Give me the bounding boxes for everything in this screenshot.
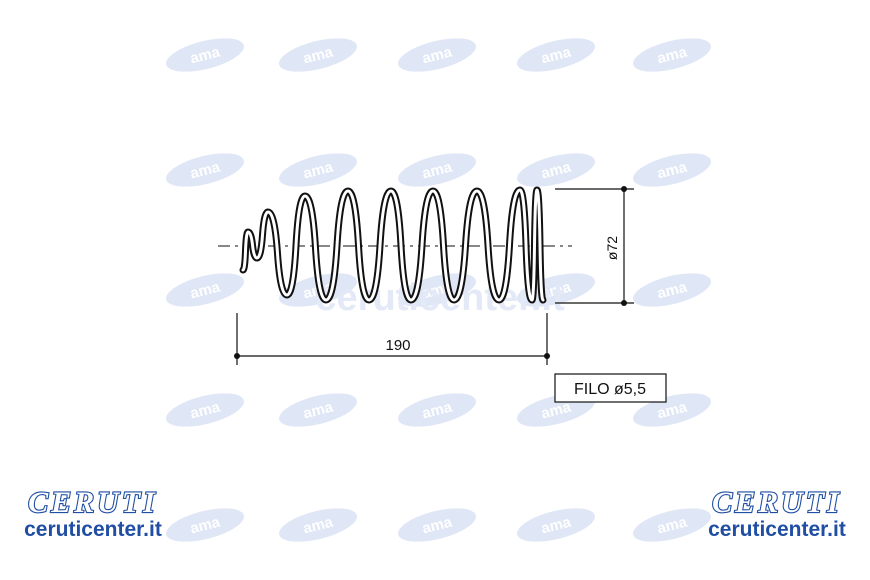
ama-watermark-badge: ama [398,38,476,72]
ama-watermark-text: ama [420,43,454,67]
ama-watermark-badge: ama [166,38,244,72]
ama-watermark-oval [633,273,711,307]
ama-watermark-text: ama [539,43,573,67]
length-arrow-left [234,353,240,359]
ama-watermark-oval [279,508,357,542]
ama-watermark-badge: ama [633,153,711,187]
spring-coil [239,186,547,304]
ama-watermark-text: ama [655,43,689,67]
ama-watermark-oval [633,153,711,187]
ama-watermark-oval [279,393,357,427]
ama-watermark-text: ama [301,398,335,422]
ama-watermark-oval [633,38,711,72]
ama-watermark-text: ama [188,158,222,182]
ama-watermark-text: ama [188,43,222,67]
ama-watermark-oval [398,508,476,542]
length-arrow-right [544,353,550,359]
wire-spec-label: FILO ø5,5 [574,381,646,398]
ama-watermark-badge: ama [279,38,357,72]
coil-inner [241,188,545,302]
ama-watermark-oval [166,273,244,307]
ama-watermark-oval [166,153,244,187]
diameter-arrow-bottom [621,300,627,306]
ceruti-url-right: ceruticenter.it [708,518,846,541]
ama-watermark-text: ama [420,398,454,422]
ama-watermark-oval [166,508,244,542]
ama-watermark-badge: ama [633,393,711,427]
center-watermark-text: ceruticenter.it [315,277,565,319]
diameter-arrow-top [621,186,627,192]
ama-watermark-text: ama [655,513,689,537]
ama-watermark-text: ama [655,158,689,182]
ama-watermark-oval [633,393,711,427]
watermark-layer: ama ama ama ama ama ama ama ama ama ama ama ama ama a… [166,38,711,542]
diameter-label: ø72 [604,236,620,260]
ceruti-logo-left: CERUTI ceruticenter.it [18,486,168,542]
ama-watermark-text: ama [420,513,454,537]
ama-watermark-badge: ama [517,153,595,187]
ama-watermark-oval [166,393,244,427]
ama-watermark-badge: ama [633,508,711,542]
ama-watermark-oval [633,508,711,542]
ama-watermark-badge: ama [279,508,357,542]
ama-watermark-oval [517,38,595,72]
ama-watermark-badge: ama [279,393,357,427]
ama-watermark-oval [517,508,595,542]
ama-watermark-text: ama [539,513,573,537]
ama-watermark-badge: ama [517,273,595,307]
length-dimension: 190 [234,313,550,365]
ama-watermark-text: ama [655,278,689,302]
ama-watermark-oval [279,38,357,72]
ama-watermark-badge: ama [166,393,244,427]
ama-watermark-badge: ama [517,38,595,72]
ama-watermark-text: ama [539,158,573,182]
ceruti-url-left: ceruticenter.it [24,518,162,541]
wire-spec-frame [554,373,667,403]
ama-watermark-text: ama [188,513,222,537]
ama-watermark-oval [166,38,244,72]
ama-watermark-badge: ama [517,508,595,542]
wire-spec-box: FILO ø5,5 [554,373,667,403]
ama-watermark-badge: ama [166,153,244,187]
ama-watermark-oval [398,38,476,72]
ama-watermark-oval [398,393,476,427]
ama-watermark-badge: ama [398,508,476,542]
ama-watermark-oval [517,153,595,187]
ama-watermark-text: ama [539,278,573,302]
ama-watermark-text: ama [188,398,222,422]
ama-watermark-oval [398,273,476,307]
ama-watermark-text: ama [539,398,573,422]
ceruti-logo-right: CERUTI ceruticenter.it [702,486,852,542]
ama-watermark-oval [517,273,595,307]
ama-watermark-badge: ama [166,273,244,307]
ama-watermark-badge: ama [166,508,244,542]
length-label: 190 [385,337,410,354]
diameter-dimension: ø72 [555,186,634,306]
ceruti-brand-right: CERUTI [711,486,842,519]
ceruti-brand-left: CERUTI [27,486,158,519]
ama-watermark-text: ama [420,158,454,182]
ama-watermark-badge: ama [398,393,476,427]
ama-watermark-text: ama [301,43,335,67]
ama-watermark-oval [279,153,357,187]
ama-watermark-badge: ama [633,38,711,72]
ama-watermark-badge: ama [398,153,476,187]
ama-watermark-text: ama [301,158,335,182]
ama-watermark-text: ama [301,513,335,537]
ama-watermark-badge: ama [633,273,711,307]
ama-watermark-text: ama [188,278,222,302]
ama-watermark-oval [398,153,476,187]
ama-watermark-text: ama [655,398,689,422]
ama-watermark-badge: ama [279,153,357,187]
